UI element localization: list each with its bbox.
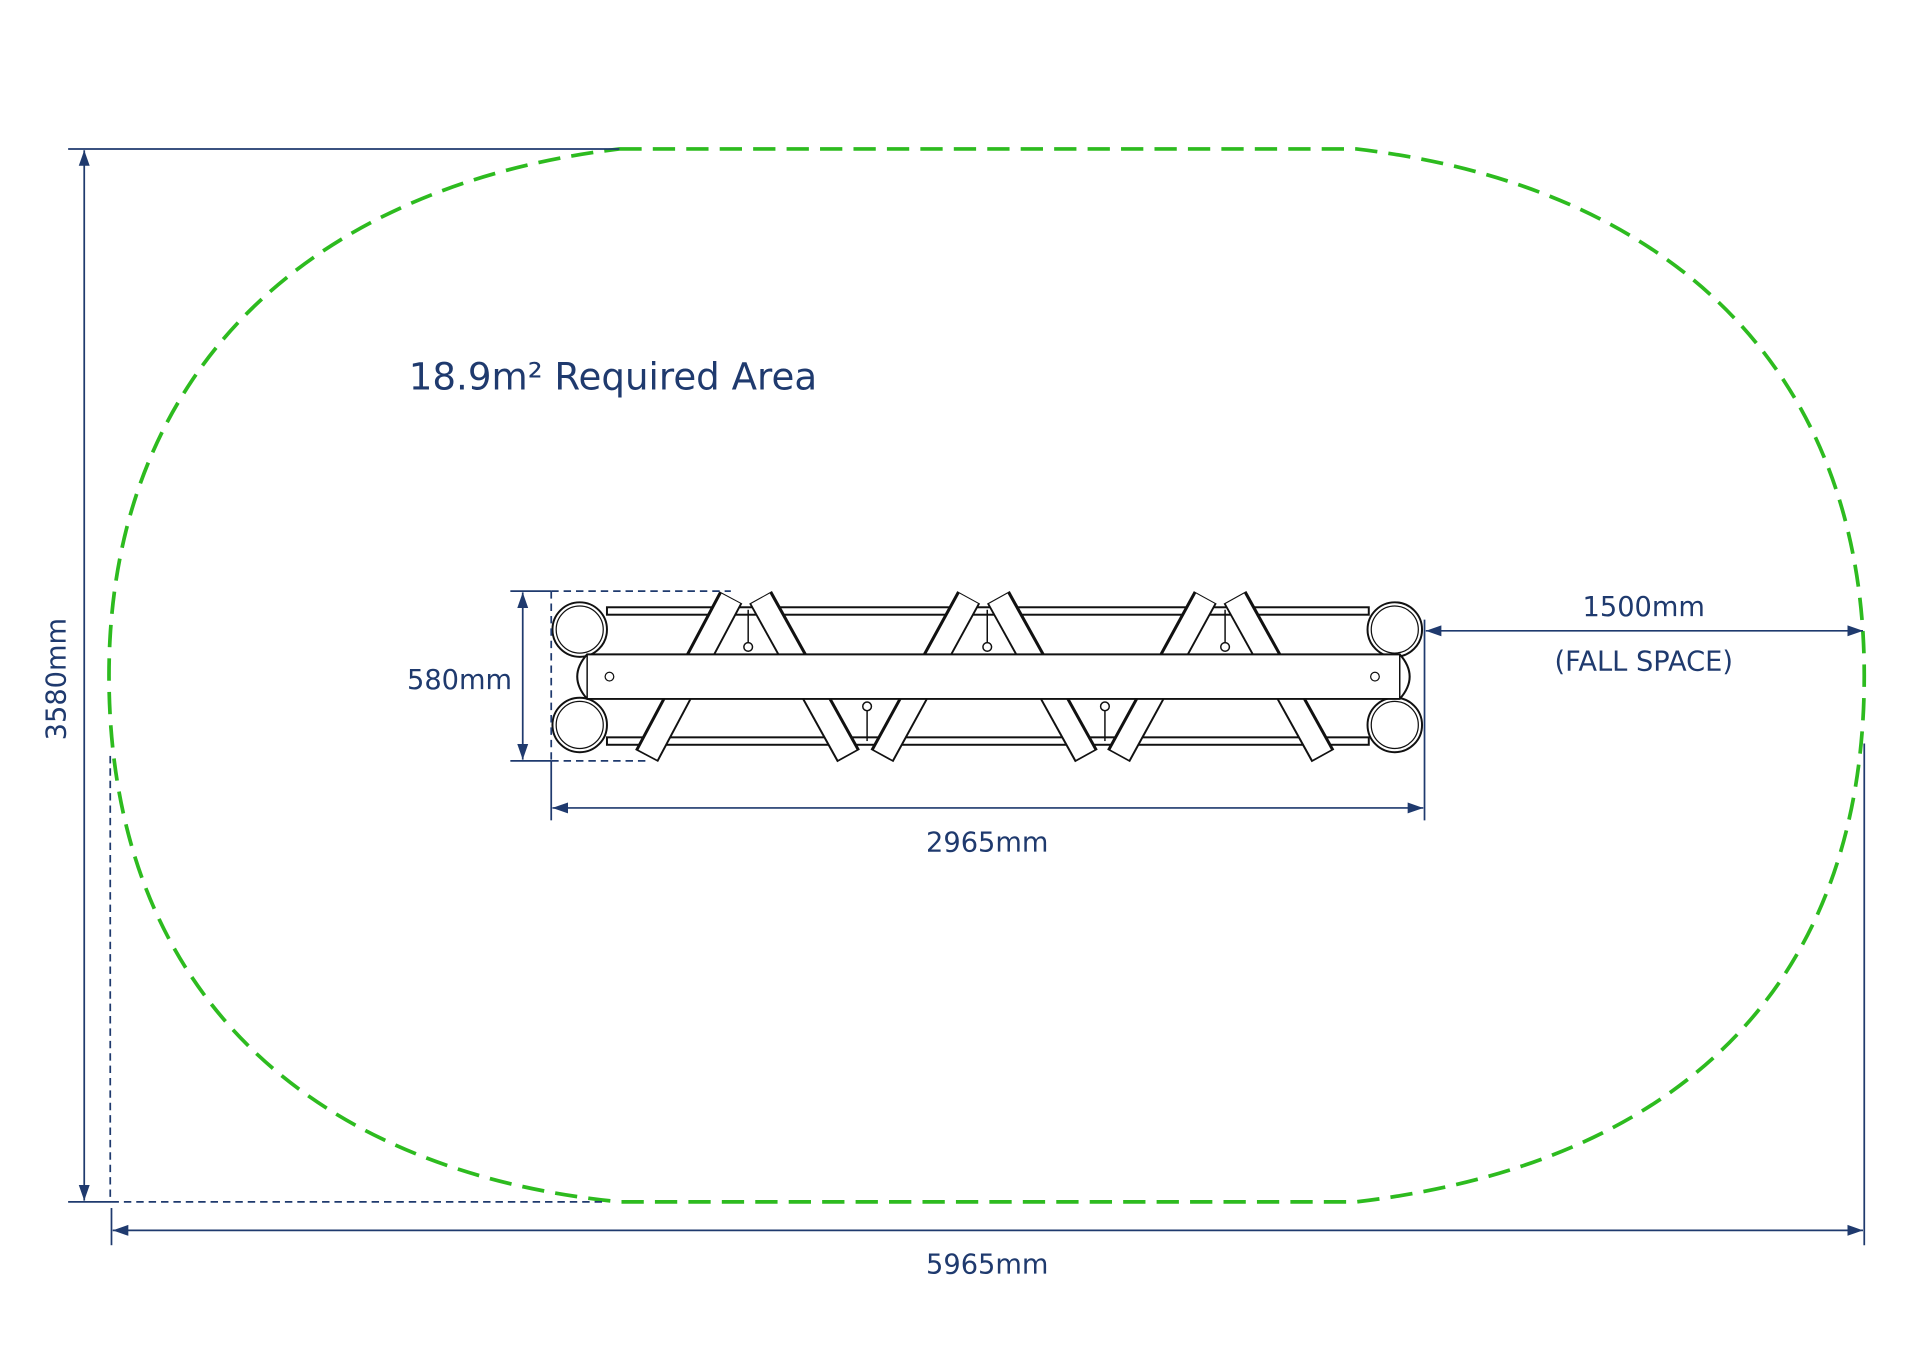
overall-depth-label: 3580mm <box>42 618 73 740</box>
equipment-drawing <box>551 591 1424 763</box>
equipment-depth-dimension: 580mm <box>407 590 731 762</box>
fall-space-value: 1500mm <box>1583 592 1705 623</box>
equipment-width-dimension: 2965mm <box>550 619 1426 858</box>
fall-space-label: (FALL SPACE) <box>1555 646 1734 677</box>
required-area-title: 18.9m² Required Area <box>409 355 817 398</box>
overall-depth-dimension: 3580mm <box>42 148 620 1203</box>
fall-space-dimension: 1500mm (FALL SPACE) <box>1425 592 1864 677</box>
equipment-depth-label: 580mm <box>407 665 512 696</box>
equipment-width-label: 2965mm <box>926 827 1048 858</box>
overall-width-label: 5965mm <box>926 1250 1048 1281</box>
overall-width-dimension: 5965mm <box>110 743 1866 1281</box>
